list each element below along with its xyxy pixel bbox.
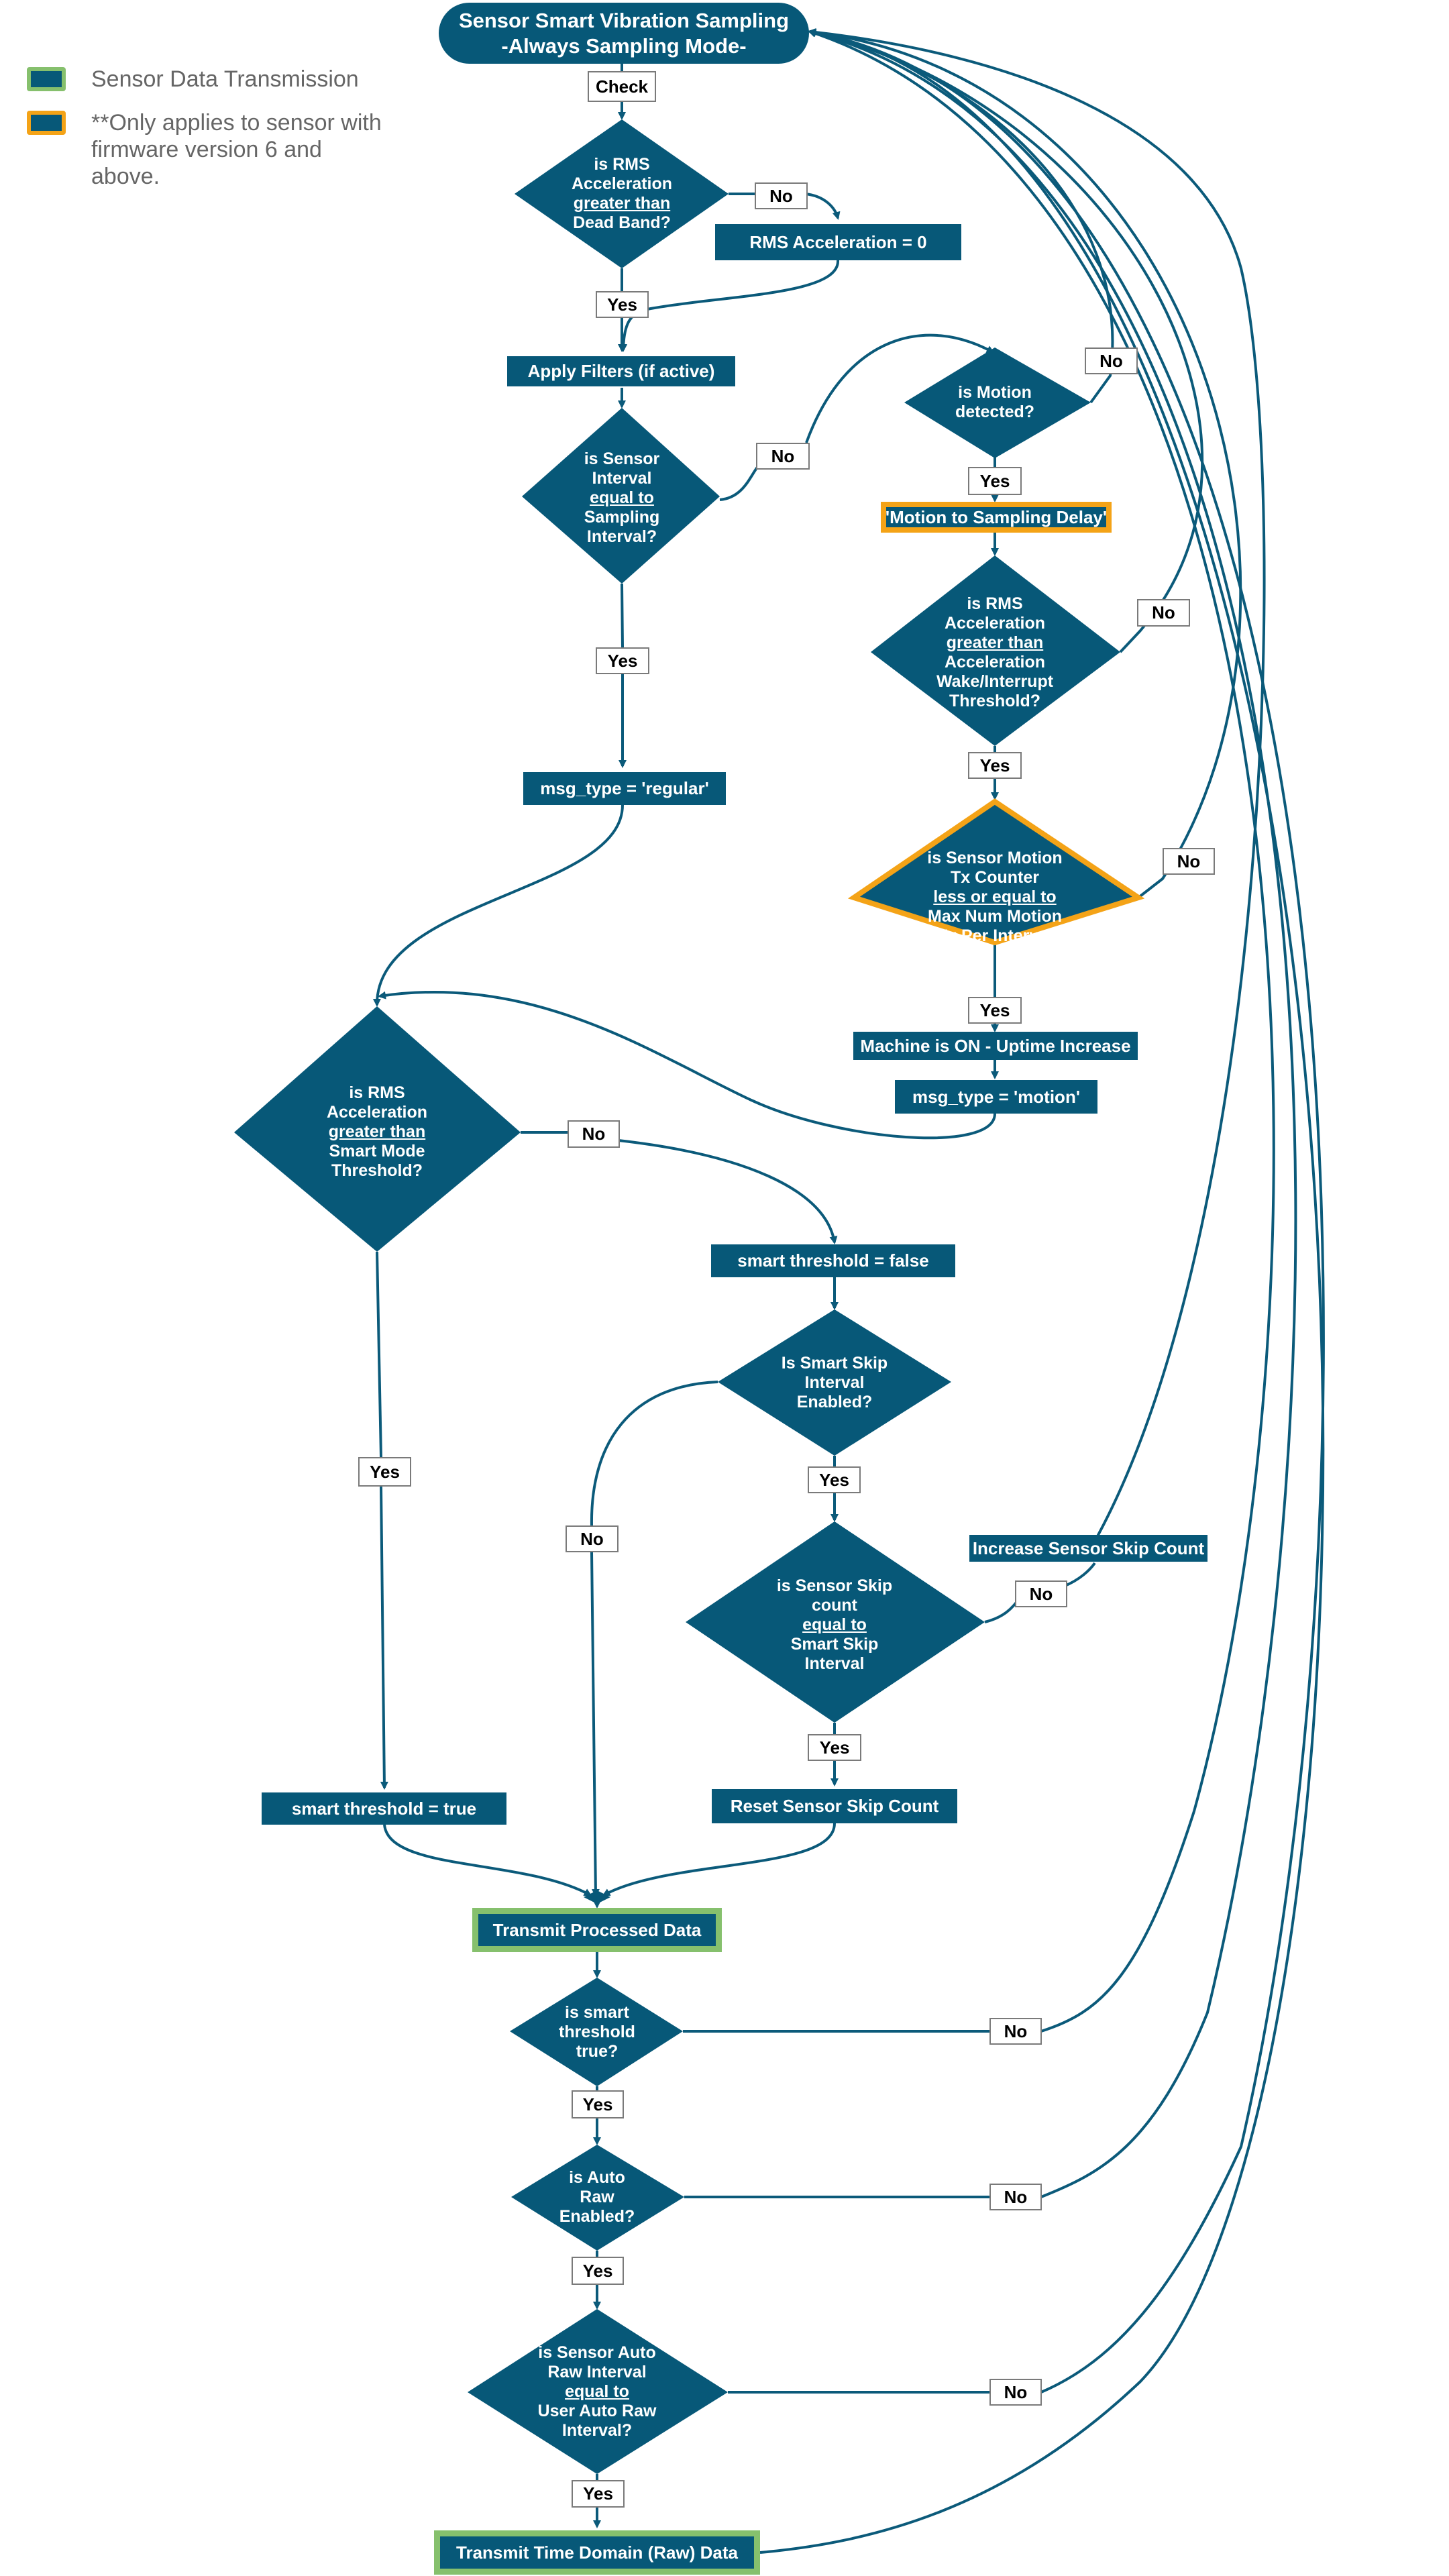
loop-interval-no bbox=[808, 28, 1325, 2394]
label-auto-raw-no: No bbox=[989, 2184, 1042, 2210]
decision-smart-threshold-true-text: is smart threshold true? bbox=[559, 2002, 635, 2061]
process-smart-false: smart threshold = false bbox=[711, 1244, 955, 1277]
process-transmit-processed: Transmit Processed Data bbox=[472, 1908, 722, 1952]
label-interval-yes: Yes bbox=[572, 2480, 625, 2508]
legend-transmission-swatch bbox=[27, 67, 66, 91]
edge-msg-regular-to-smart-mode bbox=[372, 804, 624, 1007]
process-apply-filters: Apply Filters (if active) bbox=[507, 356, 735, 386]
decision-sensor-interval-text: is Sensor Interval equal to Sampling Int… bbox=[584, 449, 660, 546]
process-reset-skip: Reset Sensor Skip Count bbox=[712, 1789, 957, 1823]
edge-skip-enabled-no-to-merge bbox=[590, 1552, 600, 1897]
label-smart-threshold-no: No bbox=[989, 2018, 1042, 2045]
loop-increase-skip bbox=[808, 28, 1266, 1537]
label-motion-no: No bbox=[1085, 347, 1138, 374]
edge-skip-enabled-no bbox=[590, 1381, 718, 1526]
start-terminal: Sensor Smart Vibration Sampling -Always … bbox=[439, 3, 809, 64]
process-transmit-raw: Transmit Time Domain (Raw) Data bbox=[434, 2530, 760, 2575]
diamond-auto-raw-interval bbox=[468, 2309, 728, 2474]
process-msg-regular: msg_type = 'regular' bbox=[523, 772, 726, 805]
edge-reset-to-merge bbox=[602, 1823, 836, 1896]
label-sensor-interval-no: No bbox=[756, 443, 810, 470]
diamond-sensor-interval bbox=[522, 408, 720, 584]
label-check: Check bbox=[588, 71, 656, 102]
edge-sensor-interval-no bbox=[719, 465, 759, 501]
label-motion-yes: Yes bbox=[968, 467, 1022, 495]
diamond-motion-detected bbox=[904, 347, 1091, 458]
label-smart-mode-no: No bbox=[568, 1120, 620, 1148]
loop-motion-tx-no bbox=[808, 28, 1242, 899]
decision-rms-wake-text: is RMS Acceleration greater than Acceler… bbox=[936, 594, 1054, 710]
edge-dead-band-no-to-rms-zero bbox=[804, 193, 841, 220]
decision-auto-raw-enabled-text: is Auto Raw Enabled? bbox=[559, 2167, 635, 2226]
decision-motion-tx-counter-text: is Sensor Motion Tx Counter less or equa… bbox=[927, 848, 1063, 945]
legend-transmission-label: Sensor Data Transmission bbox=[91, 66, 359, 92]
process-smart-true: smart threshold = true bbox=[262, 1792, 506, 1825]
edge-smart-mode-yes bbox=[376, 1251, 382, 1458]
label-smart-mode-yes: Yes bbox=[358, 1457, 411, 1487]
diamond-rms-wake bbox=[871, 555, 1120, 746]
edge-sensor-interval-yes bbox=[621, 583, 624, 648]
decision-rms-smart-mode-text: is RMS Acceleration greater than Smart M… bbox=[326, 1083, 428, 1180]
diamond-auto-raw-enabled bbox=[511, 2145, 684, 2251]
loop-rms-wake-no bbox=[808, 29, 1204, 653]
decision-skip-count-text: is Sensor Skip count equal to Smart Skip… bbox=[776, 1576, 893, 1673]
start-subtitle: -Always Sampling Mode- bbox=[501, 34, 747, 58]
process-machine-on: Machine is ON - Uptime Increase bbox=[853, 1032, 1138, 1060]
label-smart-threshold-yes: Yes bbox=[572, 2090, 624, 2118]
decision-auto-raw-interval-text: is Sensor Auto Raw Interval equal to Use… bbox=[537, 2343, 657, 2440]
diamond-rms-dead-band bbox=[515, 119, 729, 268]
legend-firmware-swatch bbox=[27, 111, 66, 135]
diamond-smart-threshold-true bbox=[510, 1978, 683, 2086]
edge-rms-zero-to-filters bbox=[619, 260, 840, 352]
edge-msg-motion-to-smart-mode bbox=[378, 990, 996, 1140]
loop-smart-threshold-no bbox=[808, 30, 1275, 2033]
decision-rms-dead-band-text: is RMS Acceleration greater than Dead Ba… bbox=[571, 155, 673, 232]
decision-smart-skip-enabled-text: Is Smart Skip Interval Enabled? bbox=[781, 1353, 888, 1411]
label-motion-tx-yes: Yes bbox=[968, 997, 1022, 1024]
label-sensor-interval-yes: Yes bbox=[596, 647, 649, 674]
label-rms-wake-yes: Yes bbox=[968, 752, 1022, 779]
edge-smart-true-to-merge bbox=[383, 1824, 592, 1896]
legend-firmware-label: **Only applies to sensor with firmware v… bbox=[91, 110, 382, 189]
decision-motion-detected-text: is Motion detected? bbox=[955, 383, 1035, 421]
diamond-rms-smart-mode bbox=[234, 1006, 521, 1252]
label-skip-count-yes: Yes bbox=[808, 1734, 861, 1761]
label-rms-wake-no: No bbox=[1137, 599, 1190, 627]
label-interval-no: No bbox=[989, 2379, 1042, 2406]
edge-smart-mode-no-to-smart-false bbox=[618, 1139, 838, 1244]
label-skip-enabled-no: No bbox=[566, 1525, 619, 1552]
edge-skip-count-no-to-increase-skip bbox=[1063, 1562, 1096, 1588]
label-dead-band-no: No bbox=[755, 182, 808, 209]
diamond-motion-tx-counter bbox=[847, 798, 1145, 946]
diamond-skip-count bbox=[686, 1521, 985, 1723]
label-skip-count-no: No bbox=[1015, 1580, 1067, 1607]
label-auto-raw-yes: Yes bbox=[572, 2257, 624, 2285]
loop-auto-raw-no bbox=[808, 29, 1297, 2198]
label-skip-enabled-yes: Yes bbox=[808, 1466, 861, 1493]
merge-junction bbox=[584, 1890, 610, 1904]
edge-smart-mode-yes-to-smart-true bbox=[380, 1486, 388, 1790]
label-dead-band-yes: Yes bbox=[596, 291, 649, 318]
process-increase-skip: Increase Sensor Skip Count bbox=[969, 1535, 1208, 1562]
diamond-smart-skip-enabled bbox=[718, 1309, 951, 1456]
edge-sensor-interval-no-to-motion bbox=[805, 333, 995, 443]
start-title: Sensor Smart Vibration Sampling bbox=[458, 8, 790, 32]
process-rms-zero: RMS Acceleration = 0 bbox=[715, 224, 961, 260]
label-motion-tx-no: No bbox=[1163, 848, 1215, 875]
process-msg-motion: msg_type = 'motion' bbox=[895, 1080, 1097, 1114]
process-motion-delay: 'Motion to Sampling Delay' bbox=[881, 502, 1112, 533]
loop-transmit-raw bbox=[759, 28, 1325, 2554]
